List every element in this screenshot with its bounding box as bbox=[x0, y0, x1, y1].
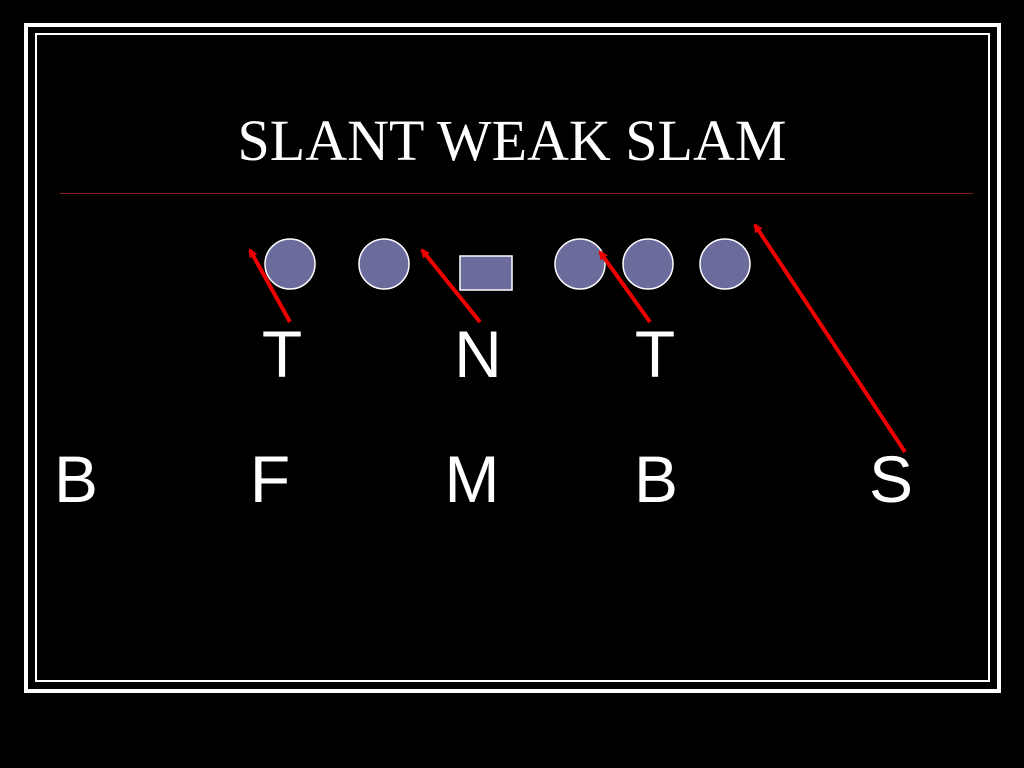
offense-player-6 bbox=[699, 238, 751, 290]
slide-frame-inner bbox=[35, 33, 990, 682]
line-label-tackle-left: T bbox=[262, 317, 302, 391]
back-label-m: M bbox=[445, 442, 500, 516]
back-label-f: F bbox=[250, 442, 290, 516]
offense-player-4 bbox=[554, 238, 606, 290]
line-label-tackle-right: T bbox=[635, 317, 675, 391]
offense-center bbox=[459, 255, 513, 291]
slant-arrow-nose bbox=[420, 248, 482, 324]
offense-player-1 bbox=[264, 238, 316, 290]
slide-title: SLANT WEAK SLAM bbox=[237, 108, 787, 173]
offense-player-5 bbox=[622, 238, 674, 290]
back-label-s: S bbox=[869, 442, 913, 516]
back-label-b-left: B bbox=[54, 442, 98, 516]
slant-arrow-left-tackle bbox=[248, 248, 292, 323]
title-underline bbox=[60, 193, 973, 194]
line-label-nose: N bbox=[454, 317, 502, 391]
slam-arrow-safety bbox=[753, 223, 907, 454]
slant-arrow-right-tackle bbox=[598, 250, 652, 324]
offense-player-2 bbox=[358, 238, 410, 290]
slide-frame-outer bbox=[24, 23, 1001, 693]
back-label-b-right: B bbox=[634, 442, 678, 516]
